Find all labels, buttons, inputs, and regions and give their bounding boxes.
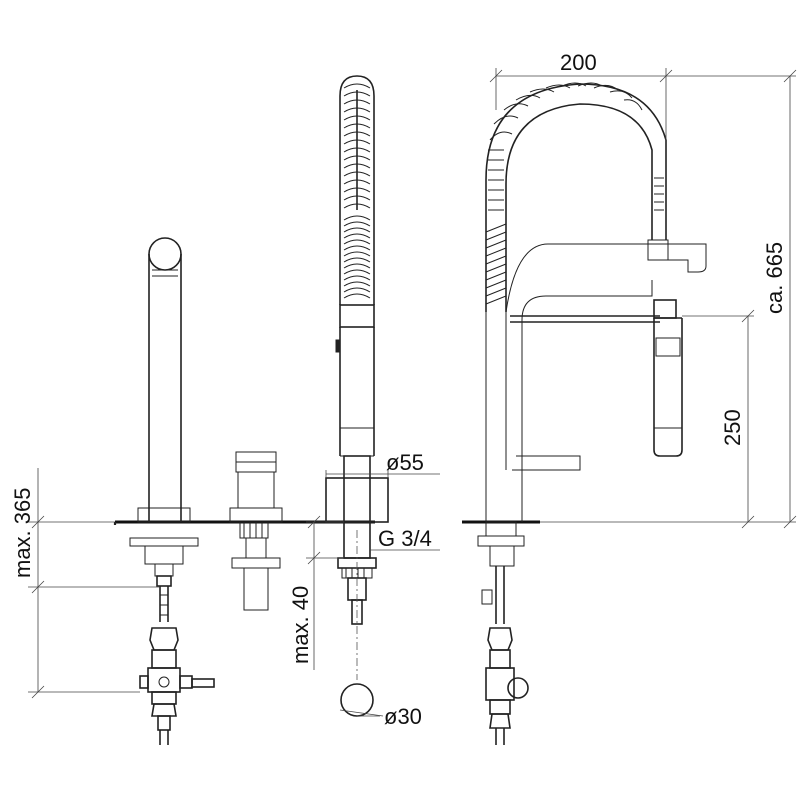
dim-max-365: max. 365 [10, 468, 160, 699]
hanging-spray-head [653, 299, 683, 457]
dim-250-label: 250 [720, 409, 745, 446]
dim-665: ca. 665 [540, 69, 797, 529]
middle-view: ø30 ø55 G 3/4 max. 40 [288, 75, 440, 729]
left-view: max. 365 [10, 237, 375, 745]
escutcheon [325, 477, 389, 523]
dim-max-40: max. 40 [288, 515, 344, 670]
dim-diameter-55-label: ø55 [386, 450, 424, 475]
dim-diameter-30-label: ø30 [384, 704, 422, 729]
spray-head [335, 304, 375, 523]
dim-200: 200 [489, 50, 673, 140]
dim-max-365-label: max. 365 [10, 488, 35, 579]
dim-250: 250 [682, 309, 755, 529]
dim-diameter-55: ø55 [325, 450, 440, 478]
dim-thread-label: G 3/4 [378, 526, 432, 551]
spout-body [485, 239, 707, 522]
threaded-shank [337, 521, 377, 680]
spring-arch [485, 82, 667, 312]
right-view: 200 ca. 665 250 [462, 50, 797, 745]
right-below-deck [477, 521, 529, 745]
spring-coil [339, 75, 375, 305]
spout-mounting [129, 537, 215, 745]
dim-thread: G 3/4 [370, 526, 440, 551]
dim-max-40-label: max. 40 [288, 586, 313, 664]
mixer-valve [229, 451, 283, 611]
dim-200-label: 200 [560, 50, 597, 75]
spout-column [137, 237, 191, 523]
dim-665-label: ca. 665 [762, 242, 787, 314]
